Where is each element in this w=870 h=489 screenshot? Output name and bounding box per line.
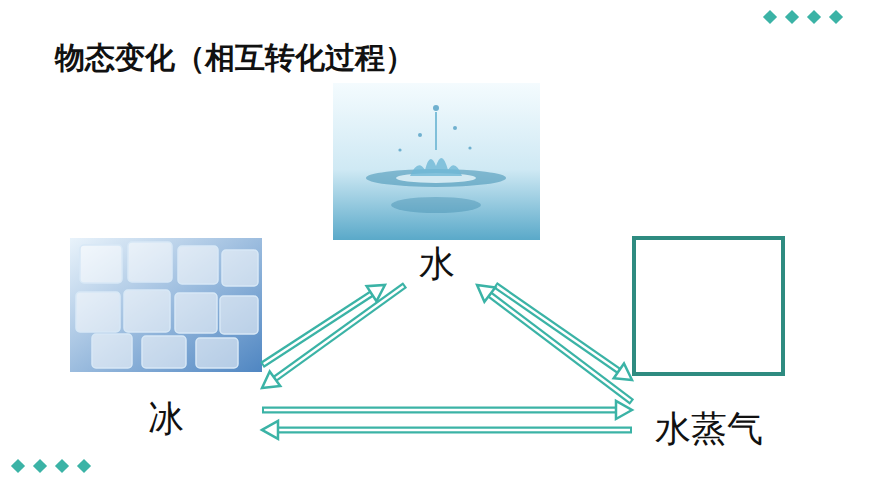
ice-photo <box>70 238 262 372</box>
state-label: 水 <box>333 242 540 285</box>
transition-arrow <box>477 285 632 402</box>
transition-arrow <box>262 421 632 439</box>
transition-arrow <box>495 285 632 380</box>
water-node: 水 <box>333 83 540 285</box>
slide-title: 物态变化（相互转化过程） <box>55 38 415 79</box>
transition-arrow <box>262 285 405 388</box>
ice-node: 冰 <box>70 238 262 440</box>
steam-node: 水蒸气 <box>632 236 785 450</box>
corner-diamonds <box>11 10 843 473</box>
state-label: 水蒸气 <box>632 407 785 450</box>
water-photo <box>333 83 540 240</box>
steam-frame <box>634 238 783 374</box>
state-label: 冰 <box>70 397 262 440</box>
transition-arrow <box>262 285 385 365</box>
transition-arrow <box>262 401 632 419</box>
